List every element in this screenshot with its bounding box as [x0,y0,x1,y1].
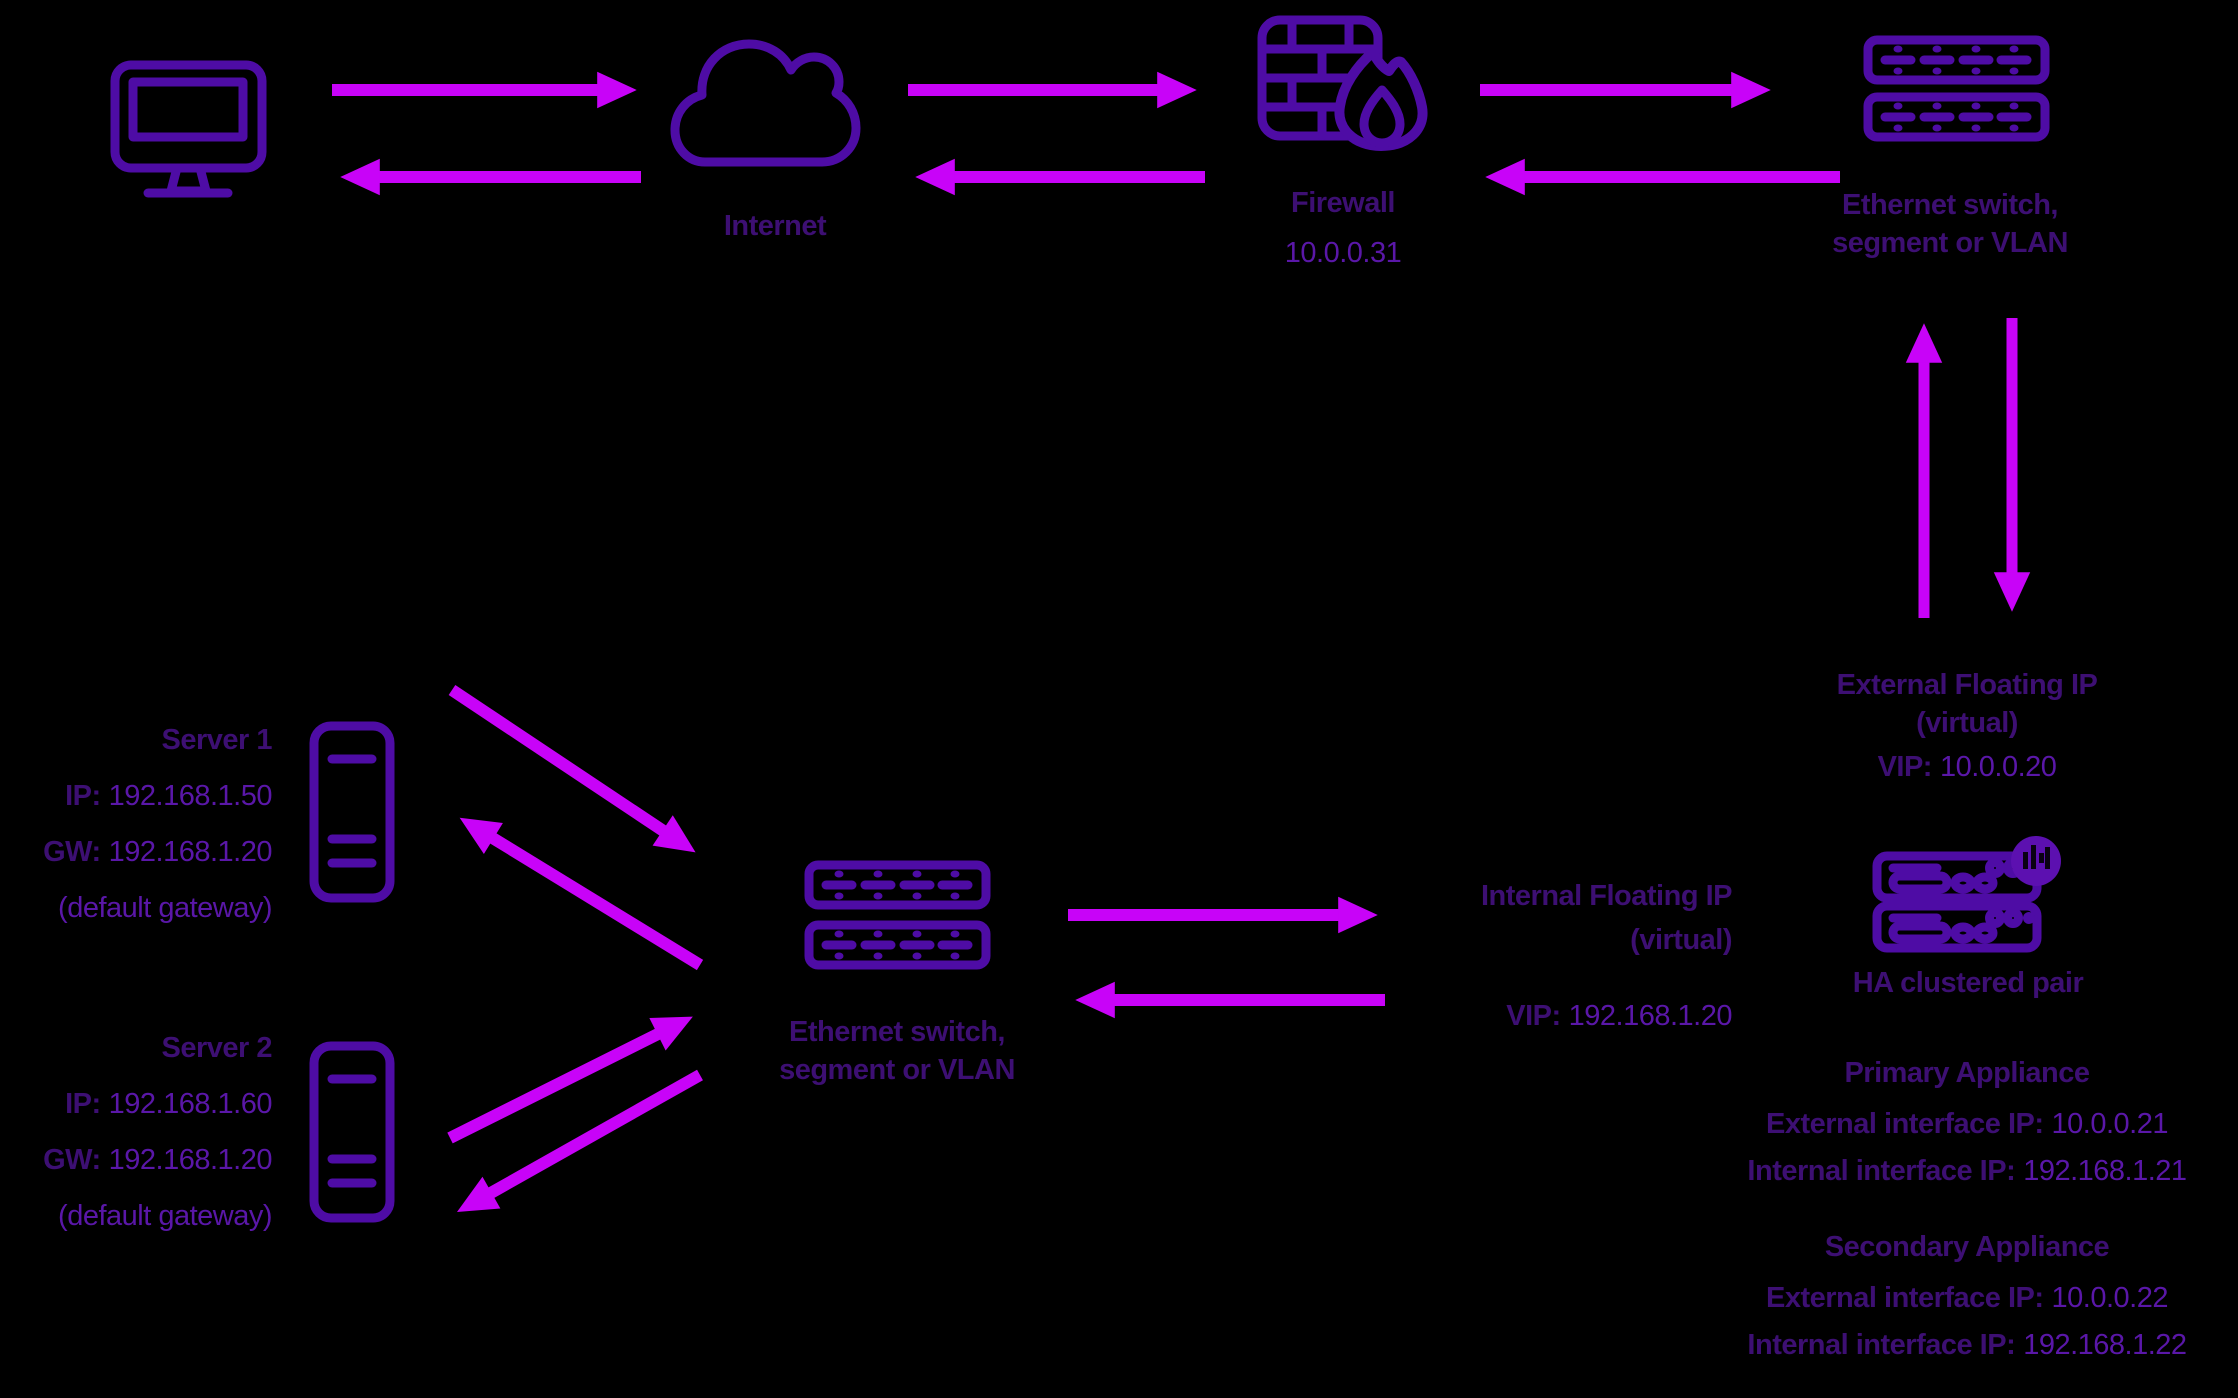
server2-gw-value: 192.168.1.20 [108,1144,273,1176]
external-floating-ip-line1: External Floating IP [1836,669,2098,701]
internal-vip-line: VIP:192.168.1.20 [1232,994,1732,1038]
primary-appliance-block: Primary Appliance External interface IP:… [1712,1052,2222,1192]
server2-gw-label: GW: [43,1144,101,1176]
switch-mid-label: Ethernet switch, segment or VLAN [647,1013,1147,1089]
server1-block: Server 1 IP:192.168.1.50 GW:192.168.1.20… [10,712,272,936]
computer-icon [110,60,267,198]
server1-ip-label: IP: [65,780,101,812]
server2-gw-line: GW:192.168.1.20 [10,1132,272,1188]
switch-mid-label-line1: Ethernet switch, [789,1016,1006,1048]
server1-ip-value: 192.168.1.50 [108,780,273,812]
switch-mid-label-line2: segment or VLAN [779,1054,1015,1086]
firewall-label-text: Firewall [1291,187,1396,219]
server2-ip-value: 192.168.1.60 [108,1088,273,1120]
server2-name: Server 2 [161,1032,273,1064]
ha-clustered-pair-icon [1877,836,2061,948]
secondary-appliance-title: Secondary Appliance [1824,1231,2110,1263]
external-vip-line: VIP:10.0.0.20 [1717,748,2217,786]
firewall-ip: 10.0.0.31 [1284,237,1402,269]
firewall-icon [1257,15,1428,151]
server1-gw-line: GW:192.168.1.20 [10,824,272,880]
secondary-external-ip-line: External interface IP:10.0.0.22 [1712,1277,2222,1319]
internal-vip-label: VIP: [1506,1000,1561,1032]
ha-clustered-pair-label: HA clustered pair [1718,962,2218,1004]
external-vip-value: 10.0.0.20 [1939,751,2057,783]
internal-floating-ip-label: Internal Floating IP (virtual) VIP:192.1… [1232,874,1733,1038]
secondary-internal-ip-value: 192.168.1.22 [2023,1329,2187,1361]
external-vip-label: VIP: [1877,751,1933,783]
server2-icon [314,1046,390,1218]
secondary-appliance-block: Secondary Appliance External interface I… [1712,1226,2222,1366]
internal-floating-ip-line1: Internal Floating IP [1480,880,1733,912]
primary-external-ip-value: 10.0.0.21 [2051,1108,2169,1140]
internet-label-text: Internet [723,210,827,242]
internal-vip-value: 192.168.1.20 [1568,1000,1733,1032]
arrow-server2-to-midswitch [447,1016,693,1144]
switch-top-label-line1: Ethernet switch, [1842,189,2059,221]
firewall-label: Firewall 10.0.0.31 [1193,182,1493,274]
server1-ip-line: IP:192.168.1.50 [10,768,272,824]
switch-top-label-line2: segment or VLAN [1832,227,2068,259]
internal-floating-ip-line2: (virtual) [1630,924,1732,956]
server2-ip-label: IP: [65,1088,101,1120]
external-floating-ip-line2: (virtual) [1916,707,2018,739]
ha-clustered-pair-text: HA clustered pair [1852,967,2084,999]
primary-internal-ip-line: Internal interface IP:192.168.1.21 [1712,1150,2222,1192]
primary-external-ip-label: External interface IP: [1766,1108,2044,1140]
secondary-external-ip-label: External interface IP: [1766,1282,2044,1314]
external-floating-ip-label: External Floating IP (virtual) VIP:10.0.… [1717,666,2217,786]
primary-external-ip-line: External interface IP:10.0.0.21 [1712,1103,2222,1145]
server2-ip-line: IP:192.168.1.60 [10,1076,272,1132]
arrow-server1-to-midswitch [448,685,696,853]
arrow-midswitch-to-server1 [459,817,704,971]
server1-note: (default gateway) [58,892,272,924]
server1-name: Server 1 [161,724,273,756]
primary-internal-ip-label: Internal interface IP: [1747,1155,2016,1187]
server2-note: (default gateway) [58,1200,272,1232]
arrow-midswitch-to-server2 [456,1069,703,1213]
primary-internal-ip-value: 192.168.1.21 [2023,1155,2187,1187]
ethernet-switch-top-icon [1868,40,2045,137]
primary-appliance-title: Primary Appliance [1844,1057,2090,1089]
ha-badge-icon [2011,836,2061,886]
ethernet-switch-mid-icon [809,865,986,965]
internet-label: Internet [625,205,925,247]
server1-icon [314,726,390,898]
switch-top-label: Ethernet switch, segment or VLAN [1700,186,2200,262]
server2-block: Server 2 IP:192.168.1.60 GW:192.168.1.20… [10,1020,272,1244]
secondary-external-ip-value: 10.0.0.22 [2051,1282,2169,1314]
server1-gw-value: 192.168.1.20 [108,836,273,868]
secondary-internal-ip-label: Internal interface IP: [1747,1329,2016,1361]
server1-gw-label: GW: [43,836,101,868]
cloud-icon [670,39,861,167]
secondary-internal-ip-line: Internal interface IP:192.168.1.22 [1712,1324,2222,1366]
